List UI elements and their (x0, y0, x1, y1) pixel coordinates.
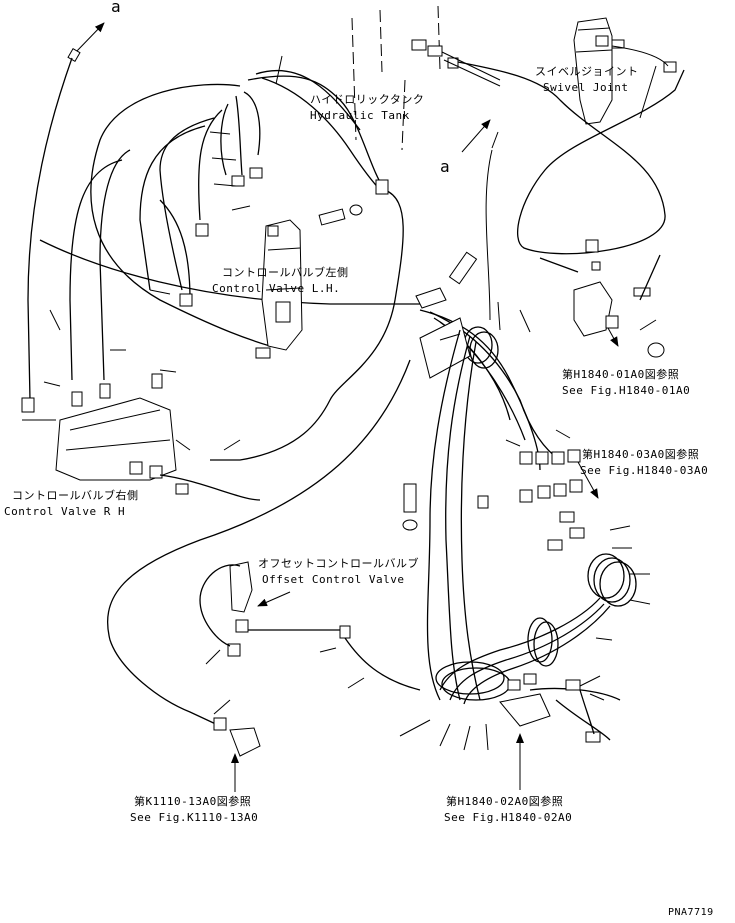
fig-ref-k1110-en: See Fig.K1110-13A0 (130, 811, 259, 824)
control-valve-lh-label-jp: コントロールバルブ左側 (222, 266, 349, 279)
fig-ref-h1840-01-en: See Fig.H1840-01A0 (562, 384, 691, 397)
drawing-code: PNA7719 (668, 907, 714, 918)
control-valve-rh-label-jp: コントロールバルブ右側 (12, 489, 139, 502)
fig-ref-h1840-03-en: See Fig.H1840-03A0 (580, 464, 709, 477)
fig-ref-k1110-jp: 第K1110-13A0図参照 (134, 795, 252, 808)
ref-label-a-top: a (111, 0, 122, 16)
hydraulic-tank-label-jp: ハイドロリックタンク (310, 93, 425, 106)
offset-control-valve-label-en: Offset Control Valve (262, 573, 405, 586)
pointer-arrow-h1840-03 (577, 461, 599, 499)
left-return-hose (21, 47, 81, 413)
fig-ref-h1840-02-en: See Fig.H1840-02A0 (444, 811, 573, 824)
offset-control-valve (199, 561, 421, 691)
control-valve-lh (179, 167, 303, 359)
control-valve-rh-label-en: Control Valve R H (4, 505, 126, 518)
bolt-washer-upper (318, 179, 389, 226)
fittings-h1840-03 (519, 449, 585, 551)
pointer-arrow-offset (257, 591, 291, 607)
lower-loop-h1840-02 (435, 661, 621, 743)
hose-bundle-upper (39, 69, 420, 461)
coil-bundle-right (439, 553, 637, 705)
fig-ref-h1840-01-jp: 第H1840-01A0図参照 (562, 368, 680, 381)
control-valve-lh-label-en: Control Valve L.H. (212, 282, 341, 295)
hose-to-k1110 (106, 359, 411, 757)
fig-ref-h1840-03-jp: 第H1840-03A0図参照 (582, 448, 700, 461)
hydraulic-tank-label-en: Hydraulic Tank (310, 109, 410, 122)
ref-arrow-a-mid (461, 119, 491, 153)
bolt-washer-lower (402, 483, 418, 531)
hydraulic-tank-outline (351, 5, 441, 151)
ref-label-a-mid: a (440, 157, 451, 176)
swivel-joint-label-jp: スイベルジョイント (535, 65, 639, 78)
bolts-h1840-01 (448, 239, 665, 358)
swivel-joint (573, 17, 677, 125)
control-valve-rh (55, 373, 261, 501)
ref-arrow-a-top (74, 22, 105, 54)
swivel-joint-label-en: Swivel Joint (543, 81, 629, 94)
central-hose-bundle (415, 287, 561, 701)
leader-lines (22, 55, 657, 751)
fig-ref-h1840-02-jp: 第H1840-02A0図参照 (446, 795, 564, 808)
offset-control-valve-label-jp: オフセットコントロールバルブ (258, 557, 419, 570)
tank-fittings (411, 39, 685, 321)
